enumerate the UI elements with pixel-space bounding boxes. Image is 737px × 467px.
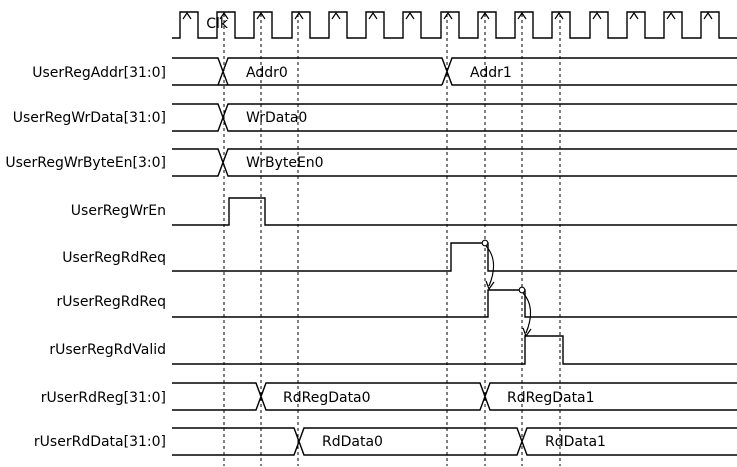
signal-name: UserRegWrData[31:0] bbox=[13, 110, 166, 126]
signal-name: rUserRdReg[31:0] bbox=[41, 390, 166, 406]
causality-origin-dot bbox=[481, 239, 489, 247]
bus-value-label: Addr1 bbox=[470, 65, 512, 81]
signal-name: UserRegRdReq bbox=[62, 250, 166, 266]
bus-waveform bbox=[172, 427, 737, 456]
causality-arrow-rdvalid bbox=[522, 292, 532, 334]
signal-user-reg-addr: UserRegAddr[31:0] Addr0 Addr1 bbox=[32, 57, 737, 86]
signal-name: UserRegWrByteEn[3:0] bbox=[5, 155, 166, 171]
bus-value-label: WrData0 bbox=[246, 110, 307, 126]
bus-value-label: Addr0 bbox=[246, 65, 288, 81]
signal-name: rUserRdData[31:0] bbox=[34, 434, 166, 450]
clock-waveform bbox=[172, 11, 737, 39]
causality-arrows bbox=[481, 239, 532, 338]
clock-signal: Clk bbox=[172, 11, 737, 39]
bit-waveform bbox=[172, 197, 737, 226]
signal-user-reg-wr-en: UserRegWrEn bbox=[71, 197, 737, 226]
clock-rise-arrows bbox=[182, 11, 713, 20]
signal-r-user-reg-rd-req: rUserRegRdReq bbox=[57, 289, 737, 318]
signal-r-user-rd-data: rUserRdData[31:0] RdData0 RdData1 bbox=[34, 427, 737, 456]
bus-value-label: RdRegData1 bbox=[507, 390, 595, 406]
bus-waveform bbox=[172, 148, 737, 177]
bus-value-label: RdData1 bbox=[545, 434, 606, 450]
arrow-head bbox=[485, 280, 495, 291]
signal-name: rUserRegRdReq bbox=[57, 294, 166, 310]
bus-waveform bbox=[172, 382, 737, 411]
causality-origin-dot bbox=[518, 286, 526, 294]
arrow-head bbox=[522, 327, 532, 338]
bus-value-label: WrByteEn0 bbox=[246, 155, 324, 171]
signal-user-reg-rd-req: UserRegRdReq bbox=[62, 242, 737, 272]
signal-user-reg-wr-data: UserRegWrData[31:0] WrData0 bbox=[13, 103, 737, 132]
signal-name: UserRegAddr[31:0] bbox=[32, 65, 166, 81]
bus-value-label: RdRegData0 bbox=[283, 390, 371, 406]
bit-waveform bbox=[172, 242, 737, 272]
bus-waveform bbox=[172, 57, 737, 86]
bit-waveform bbox=[172, 289, 737, 318]
signal-r-user-reg-rd-valid: rUserRegRdValid bbox=[49, 335, 737, 365]
signal-name: rUserRegRdValid bbox=[49, 342, 166, 358]
signal-r-user-rd-reg: rUserRdReg[31:0] RdRegData0 RdRegData1 bbox=[41, 382, 737, 411]
bit-waveform bbox=[172, 335, 737, 365]
signal-user-reg-wr-byte-en: UserRegWrByteEn[3:0] WrByteEn0 bbox=[5, 148, 737, 177]
signal-name: UserRegWrEn bbox=[71, 203, 166, 219]
bus-waveform bbox=[172, 103, 737, 132]
causality-arrow-rdreq bbox=[485, 245, 495, 287]
bus-value-label: RdData0 bbox=[322, 434, 383, 450]
